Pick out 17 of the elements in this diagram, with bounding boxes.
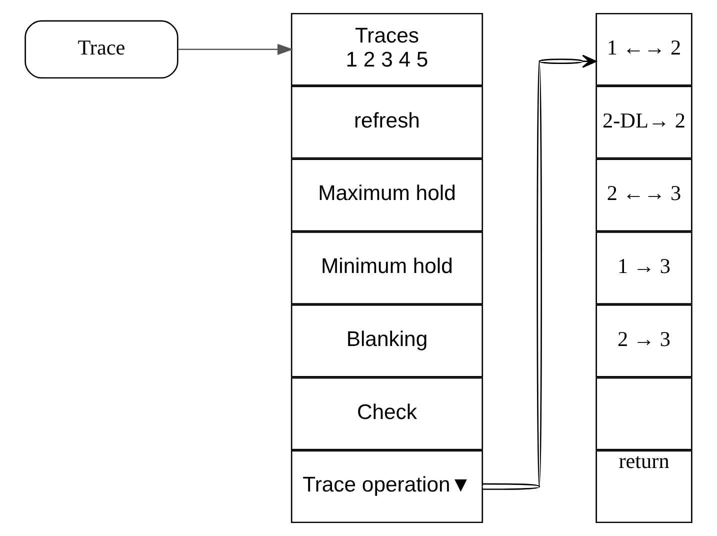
node-box: Blanking (290, 304, 484, 378)
node-box: return (596, 450, 692, 524)
node-box: Check (290, 377, 484, 450)
node-box (596, 377, 692, 450)
node-box: 2 ←→ 3 (596, 158, 692, 232)
node-box: Traces 1 2 3 4 5 (290, 12, 484, 86)
arrow (482, 54, 597, 490)
node-box: Minimum hold (290, 232, 484, 304)
node-box: refresh (290, 86, 484, 159)
node-box: 1 → 3 (596, 232, 692, 304)
node-box: 1 ←→ 2 (596, 12, 692, 86)
node-box: Maximum hold (290, 158, 484, 232)
node-box: 2 → 3 (596, 304, 692, 378)
node-box: 2-DL→ 2 (596, 86, 692, 159)
node-box: Trace (24, 20, 178, 79)
arrow (178, 44, 294, 55)
node-box: Trace operation▼ (290, 450, 484, 524)
